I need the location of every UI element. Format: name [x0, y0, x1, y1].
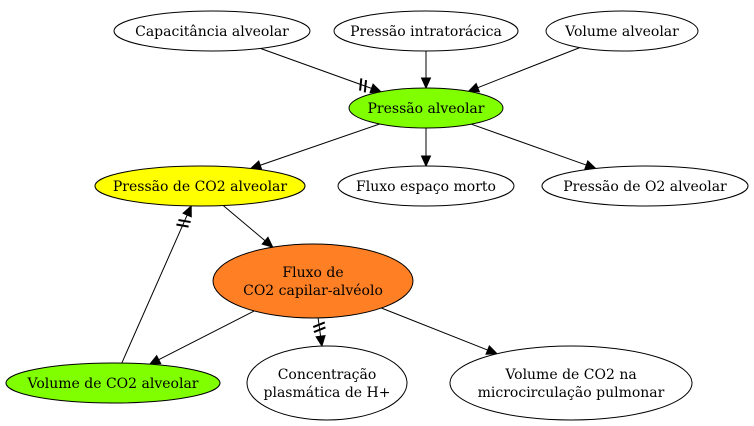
node-label: Pressão intratorácica	[350, 24, 502, 40]
node-pressao-co2-alveolar: Pressão de CO2 alveolar	[94, 165, 306, 207]
node-label-line: plasmática de H+	[264, 385, 391, 401]
node-label: Fluxo espaço morto	[356, 179, 496, 195]
node-label-line: Volume de CO2 alveolar	[27, 376, 199, 392]
node-shape	[5, 362, 221, 404]
arrowhead	[148, 354, 162, 365]
node-label: Volume de CO2 na microcirculação pulmonar	[478, 367, 665, 401]
node-label: Pressão de O2 alveolar	[563, 179, 727, 195]
node-shape	[545, 10, 699, 52]
node-shape	[246, 345, 408, 421]
inverse-marker-bar	[176, 223, 189, 228]
edge-line	[317, 317, 322, 337]
edge-capacitancia-to-pressao-alveolar	[260, 47, 383, 94]
node-label-line: Pressão intratorácica	[350, 24, 502, 40]
arrowhead	[182, 204, 192, 218]
arrowhead	[420, 155, 432, 168]
node-shape	[94, 165, 306, 207]
node-shape	[449, 345, 693, 421]
inverse-marker-bar	[312, 321, 326, 329]
edge-line	[260, 47, 372, 89]
edge-fluxo-co2-to-volume-co2-alveolar	[148, 310, 255, 365]
node-fluxo-espaco-morto: Fluxo espaço morto	[337, 165, 515, 207]
node-volume-co2-alveolar: Volume de CO2 alveolar	[5, 362, 221, 404]
node-label-line: Fluxo espaço morto	[356, 179, 496, 195]
node-label-line: Pressão de CO2 alveolar	[113, 179, 288, 195]
edge-line	[222, 205, 266, 242]
node-label-line: Volume alveolar	[564, 24, 679, 40]
arrowhead	[485, 344, 499, 355]
node-layer: Capacitância alveolar Pressão intratoráci…	[5, 10, 749, 421]
node-label: Pressão alveolar	[368, 101, 485, 117]
edge-layer	[121, 47, 597, 365]
edge-line	[477, 47, 580, 89]
node-volume-alveolar: Volume alveolar	[545, 10, 699, 52]
node-label: Volume alveolar	[564, 24, 679, 40]
inverse-marker-bar	[313, 326, 326, 333]
node-shape	[348, 87, 504, 129]
node-pressao-intratoracica: Pressão intratorácica	[333, 10, 519, 52]
node-label: Pressão de CO2 alveolar	[113, 179, 288, 195]
arrowhead	[315, 334, 326, 348]
node-pressao-alveolar: Pressão alveolar	[348, 87, 504, 129]
node-concentracao-h: Concentração plasmática de H+	[246, 345, 408, 421]
node-shape	[212, 243, 414, 319]
node-shape	[337, 165, 515, 207]
node-pressao-o2-alveolar: Pressão de O2 alveolar	[541, 165, 749, 207]
edge-pressao-alveolar-to-pressao-o2-alveolar	[471, 123, 597, 170]
arrowhead	[420, 77, 432, 90]
edge-fluxo-co2-to-concentracao-h	[312, 317, 326, 348]
arrowhead	[467, 82, 481, 93]
arrowhead	[261, 236, 274, 248]
node-label: Capacitância alveolar	[135, 24, 289, 40]
edge-volume-alveolar-to-pressao-alveolar	[467, 47, 580, 93]
node-shape	[541, 165, 749, 207]
node-label-line: Capacitância alveolar	[135, 24, 289, 40]
edge-fluxo-co2-to-volume-co2-micro	[381, 307, 499, 355]
edge-pressao-alveolar-to-pressao-co2-alveolar	[249, 123, 380, 171]
node-label: Volume de CO2 alveolar	[27, 376, 199, 392]
edge-line	[121, 214, 188, 364]
arrowhead	[369, 83, 383, 94]
node-shape	[333, 10, 519, 52]
inverse-marker-bar	[363, 79, 368, 93]
node-capacitancia: Capacitância alveolar	[113, 10, 311, 52]
edge-volume-co2-alveolar-to-pressao-co2-alveolar	[121, 204, 192, 364]
node-label-line: Pressão alveolar	[368, 101, 485, 117]
inverse-marker-bar	[359, 78, 363, 91]
node-volume-co2-micro: Volume de CO2 na microcirculação pulmonar	[449, 345, 693, 421]
node-label: Concentração plasmática de H+	[264, 367, 391, 401]
edge-pressao-intratoracica-to-pressao-alveolar	[420, 51, 432, 90]
edge-pressao-alveolar-to-fluxo-espaco-morto	[420, 128, 432, 168]
node-label-line: Fluxo de	[282, 265, 343, 281]
node-label: Fluxo de CO2 capilar-alvéolo	[243, 265, 383, 299]
node-fluxo-co2: Fluxo de CO2 capilar-alvéolo	[212, 243, 414, 319]
edge-line	[158, 310, 255, 361]
node-shape	[113, 10, 311, 52]
inverse-marker-bar	[178, 218, 191, 224]
node-label-line: Volume de CO2 na	[504, 367, 636, 383]
edge-pressao-co2-alveolar-to-fluxo-co2	[222, 205, 274, 248]
edge-line	[381, 307, 488, 351]
arrowhead	[584, 159, 597, 170]
node-label-line: Pressão de O2 alveolar	[563, 179, 727, 195]
edge-line	[260, 123, 380, 166]
edge-line	[471, 123, 587, 166]
node-label-line: CO2 capilar-alvéolo	[243, 283, 383, 299]
node-label-line: Concentração	[278, 367, 377, 383]
node-label-line: microcirculação pulmonar	[478, 385, 665, 401]
